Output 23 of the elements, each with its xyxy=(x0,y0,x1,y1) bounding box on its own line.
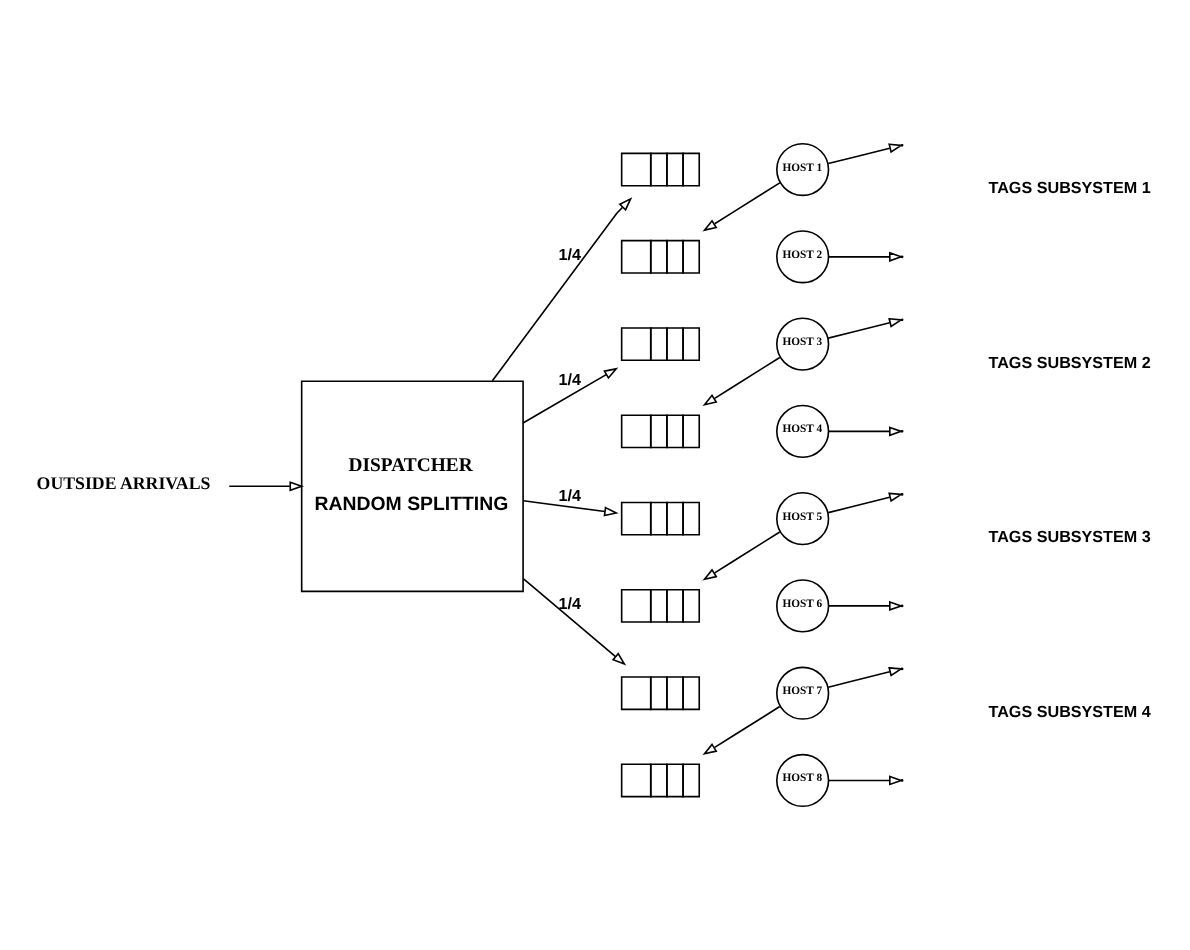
arrow xyxy=(522,367,619,424)
label: TAGS SUBSYSTEM 1 xyxy=(988,178,1151,197)
edge-label: 1/4 xyxy=(558,246,582,265)
edge-label: 1/4 xyxy=(558,486,582,505)
edge-label: 1/4 xyxy=(558,370,582,389)
node-box: DISPATCHER RANDOM SPLITTING xyxy=(300,380,524,593)
arrow xyxy=(702,705,781,756)
arrow xyxy=(702,182,781,232)
label: TAGS SUBSYSTEM 2 xyxy=(988,353,1151,372)
label: TAGS SUBSYSTEM 4 xyxy=(988,702,1151,721)
node-text: OUTSIDE ARRIVALS xyxy=(36,473,211,494)
arrow xyxy=(827,426,904,437)
label: TAGS SUBSYSTEM 3 xyxy=(988,528,1151,547)
arrow xyxy=(702,356,781,406)
arrow xyxy=(228,481,304,492)
arrow xyxy=(827,143,904,165)
arrow xyxy=(827,775,904,786)
arrow xyxy=(491,197,633,382)
arrow xyxy=(522,578,627,666)
arrow xyxy=(702,531,781,581)
arrow xyxy=(522,499,619,517)
arrow xyxy=(827,492,904,514)
edge-label: 1/4 xyxy=(558,595,582,614)
